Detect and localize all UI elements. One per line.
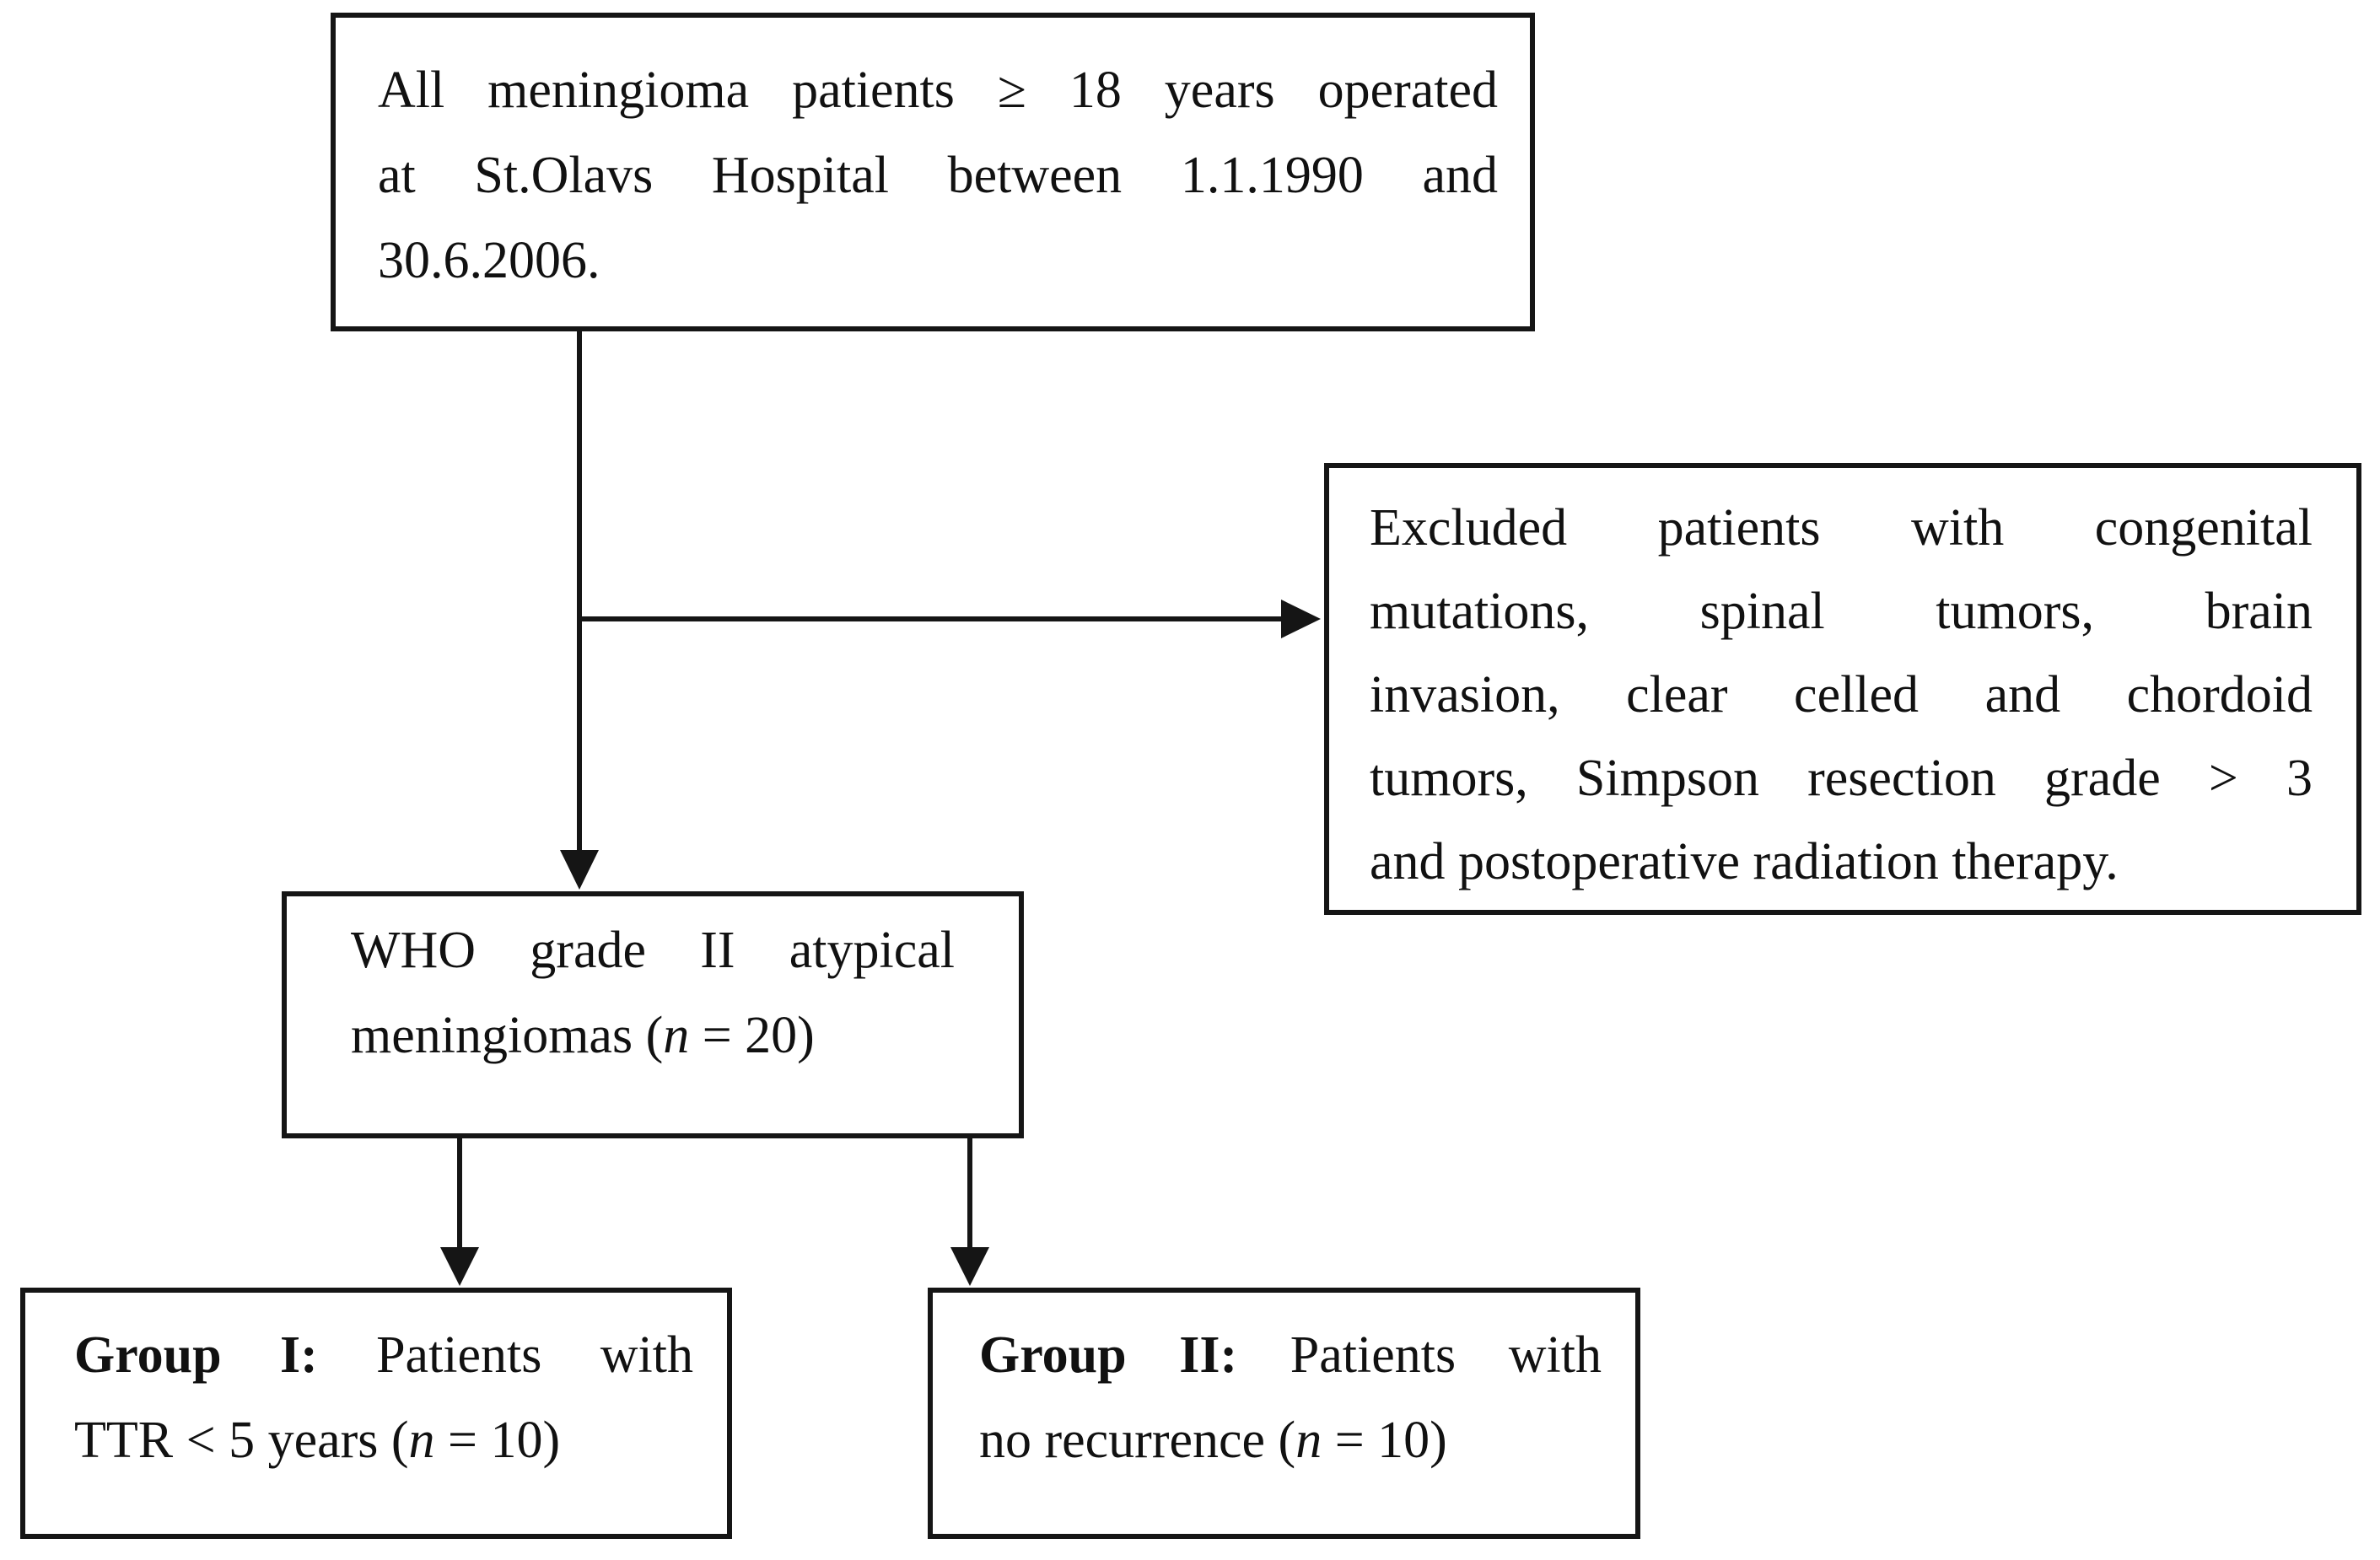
box-who-grade2: WHO grade II atypical meningiomas (n = 2… <box>282 891 1024 1138</box>
box-group1-n-value: = 10) <box>434 1412 561 1469</box>
box-all-patients-line3: 30.6.2006. <box>378 232 600 289</box>
box-group2-label: Group II: <box>979 1326 1238 1384</box>
box-group1-line2-text: TTR < 5 years ( <box>74 1412 409 1469</box>
box-all-patients-line1: All meningioma patients ≥ 18 years opera… <box>378 62 1498 119</box>
box-group1-n-symbol: n <box>408 1412 435 1469</box>
box-group1-label: Group I: <box>74 1326 318 1384</box>
box-group2: Group II: Patients with no recurrence (n… <box>928 1288 1640 1539</box>
box-excluded-line5: and postoperative radiation therapy. <box>1370 833 2119 890</box>
box-who-grade2-n-symbol: n <box>663 1007 690 1064</box>
box-group1: Group I: Patients with TTR < 5 years (n … <box>20 1288 732 1539</box>
box-group1-line1: Group I: Patients with <box>74 1313 693 1398</box>
box-group2-line2: no recurrence (n = 10) <box>979 1398 1602 1483</box>
box-all-patients-line2: at St.Olavs Hospital between 1.1.1990 an… <box>378 147 1498 204</box>
box-who-grade2-line2-text: meningiomas ( <box>351 1007 664 1064</box>
box-who-grade2-n-value: = 20) <box>689 1007 815 1064</box>
box-who-grade2-line1: WHO grade II atypical <box>351 922 955 979</box>
box-excluded-line3: invasion, clear celled and chordoid <box>1370 666 2313 724</box>
box-group2-line1: Group II: Patients with <box>979 1313 1602 1398</box>
arrowhead-down-group1-icon <box>440 1247 479 1286</box>
box-group2-n-value: = 10) <box>1322 1412 1447 1469</box>
box-excluded-line4: tumors, Simpson resection grade > 3 <box>1370 750 2313 807</box>
box-group1-line1-text: Patients with <box>317 1326 693 1384</box>
box-who-grade2-line2: meningiomas (n = 20) <box>351 993 955 1079</box>
box-all-patients: All meningioma patients ≥ 18 years opera… <box>331 13 1535 331</box>
box-group2-line2-text: no recurrence ( <box>979 1412 1296 1469</box>
arrowhead-down-who-icon <box>560 850 599 890</box>
box-group1-line2: TTR < 5 years (n = 10) <box>74 1398 693 1483</box>
arrowhead-down-group2-icon <box>950 1247 989 1286</box>
box-excluded-patients: Excluded patients with congenital mutati… <box>1324 463 2361 915</box>
box-excluded-line2: mutations, spinal tumors, brain <box>1370 583 2313 640</box>
box-group2-line1-text: Patients with <box>1237 1326 1602 1384</box>
arrowhead-right-excluded-icon <box>1281 600 1321 638</box>
box-group2-n-symbol: n <box>1295 1412 1322 1469</box>
box-excluded-line1: Excluded patients with congenital <box>1370 499 2313 557</box>
